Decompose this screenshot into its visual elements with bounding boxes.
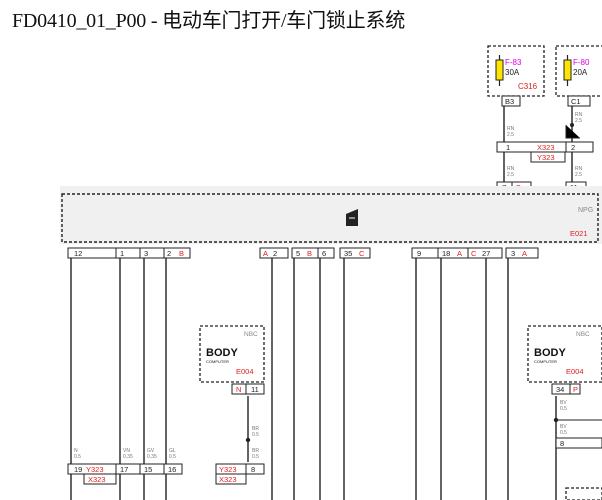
svg-text:N: N bbox=[236, 385, 241, 394]
svg-text:0.5: 0.5 bbox=[560, 430, 567, 436]
svg-text:3: 3 bbox=[511, 249, 515, 258]
svg-text:11: 11 bbox=[251, 385, 259, 394]
svg-text:GV: GV bbox=[147, 448, 155, 454]
svg-text:0.35: 0.35 bbox=[123, 454, 133, 460]
svg-text:2: 2 bbox=[273, 249, 277, 258]
svg-text:16: 16 bbox=[168, 465, 176, 474]
svg-text:BODY: BODY bbox=[206, 347, 238, 359]
svg-text:6: 6 bbox=[322, 249, 326, 258]
svg-text:B: B bbox=[179, 249, 184, 258]
svg-text:0.5: 0.5 bbox=[252, 432, 259, 438]
svg-text:0.5: 0.5 bbox=[169, 454, 176, 460]
svg-text:8: 8 bbox=[560, 439, 564, 448]
svg-text:X323: X323 bbox=[219, 475, 237, 484]
connector-y323-bsi: Y323 8 X323 bbox=[215, 463, 265, 485]
svg-text:2: 2 bbox=[167, 249, 171, 258]
svg-text:18: 18 bbox=[442, 249, 450, 258]
svg-text:BR: BR bbox=[252, 448, 259, 454]
svg-text:1: 1 bbox=[120, 249, 124, 258]
svg-text:RN: RN bbox=[507, 166, 515, 172]
svg-text:B: B bbox=[307, 249, 312, 258]
svg-text:0.35: 0.35 bbox=[147, 454, 157, 460]
svg-text:X323: X323 bbox=[88, 475, 106, 484]
svg-text:RN: RN bbox=[507, 126, 515, 132]
fuse-pin: C1 bbox=[571, 97, 581, 106]
svg-text:P: P bbox=[573, 385, 578, 394]
svg-text:2: 2 bbox=[571, 143, 575, 152]
svg-text:E004: E004 bbox=[566, 367, 584, 376]
body-computer-right: NBC BODY COMPUTER E004 34 P bbox=[527, 325, 602, 395]
body-computer-left: NBC BODY COMPUTER E004 N 11 bbox=[199, 325, 265, 395]
svg-text:9: 9 bbox=[417, 249, 421, 258]
fuse-pin: B3 bbox=[505, 97, 514, 106]
svg-text:8: 8 bbox=[251, 465, 255, 474]
npg-name: NPG bbox=[578, 207, 593, 214]
svg-text:34: 34 bbox=[556, 385, 564, 394]
fuse-id: F-80 bbox=[573, 58, 590, 67]
svg-text:0.5: 0.5 bbox=[74, 454, 81, 460]
fuse-connector: C316 bbox=[518, 82, 538, 91]
fuse-block-f83: F-83 30A C316 B3 bbox=[487, 45, 545, 107]
svg-text:A: A bbox=[263, 249, 268, 258]
svg-text:NBC: NBC bbox=[576, 331, 590, 338]
svg-text:0.5: 0.5 bbox=[252, 454, 259, 460]
svg-text:12: 12 bbox=[74, 249, 82, 258]
svg-text:E004: E004 bbox=[236, 367, 254, 376]
fuse-rating: 20A bbox=[573, 68, 588, 77]
svg-text:NBC: NBC bbox=[244, 331, 258, 338]
svg-text:BV: BV bbox=[560, 400, 567, 406]
svg-text:VN: VN bbox=[123, 448, 130, 454]
fuse-block-f80: F-80 20A C1 bbox=[555, 45, 602, 107]
svg-text:1: 1 bbox=[506, 143, 510, 152]
fuse-rating: 30A bbox=[505, 68, 520, 77]
svg-text:2.5: 2.5 bbox=[575, 118, 582, 124]
svg-text:C: C bbox=[471, 249, 477, 258]
svg-text:Y323: Y323 bbox=[219, 465, 237, 474]
svg-text:COMPUTER: COMPUTER bbox=[534, 359, 557, 364]
svg-text:19: 19 bbox=[74, 465, 82, 474]
wire-bundle bbox=[70, 258, 557, 500]
svg-text:Y323: Y323 bbox=[537, 153, 555, 162]
fuse-id: F-83 bbox=[505, 58, 522, 67]
door-icon bbox=[346, 209, 358, 226]
svg-text:BODY: BODY bbox=[534, 347, 566, 359]
npg-module: NPG E021 bbox=[60, 186, 602, 244]
page-title: FD0410_01_P00 - 电动车门打开/车门锁止系统 bbox=[12, 10, 406, 32]
svg-text:RN: RN bbox=[575, 112, 583, 118]
svg-text:17: 17 bbox=[120, 465, 128, 474]
svg-text:2.5: 2.5 bbox=[507, 172, 514, 178]
svg-text:3: 3 bbox=[144, 249, 148, 258]
svg-text:RN: RN bbox=[575, 166, 583, 172]
svg-text:A: A bbox=[522, 249, 527, 258]
svg-text:35: 35 bbox=[344, 249, 352, 258]
svg-text:15: 15 bbox=[144, 465, 152, 474]
svg-text:COMPUTER: COMPUTER bbox=[206, 359, 229, 364]
svg-text:Y323: Y323 bbox=[86, 465, 104, 474]
svg-text:5: 5 bbox=[296, 249, 300, 258]
connector-y323-bottom: 19 Y323 17 15 16 X323 bbox=[67, 463, 183, 485]
svg-text:27: 27 bbox=[482, 249, 490, 258]
npg-code: E021 bbox=[570, 229, 588, 238]
svg-text:BV: BV bbox=[560, 424, 567, 430]
svg-text:C: C bbox=[359, 249, 365, 258]
svg-text:X323: X323 bbox=[537, 143, 555, 152]
svg-text:2.5: 2.5 bbox=[575, 172, 582, 178]
svg-text:A: A bbox=[457, 249, 462, 258]
npg-bottom-pins: 12 1 3 2 B A 2 5 B 6 35 C 9 18 A C 27 3 … bbox=[67, 247, 539, 259]
svg-text:GL: GL bbox=[169, 448, 176, 454]
svg-text:2.5: 2.5 bbox=[507, 132, 514, 138]
svg-text:BR: BR bbox=[252, 426, 259, 432]
connector-x323: 1 X323 2 Y323 bbox=[496, 141, 594, 163]
svg-text:N: N bbox=[74, 448, 78, 454]
svg-text:0.5: 0.5 bbox=[560, 406, 567, 412]
